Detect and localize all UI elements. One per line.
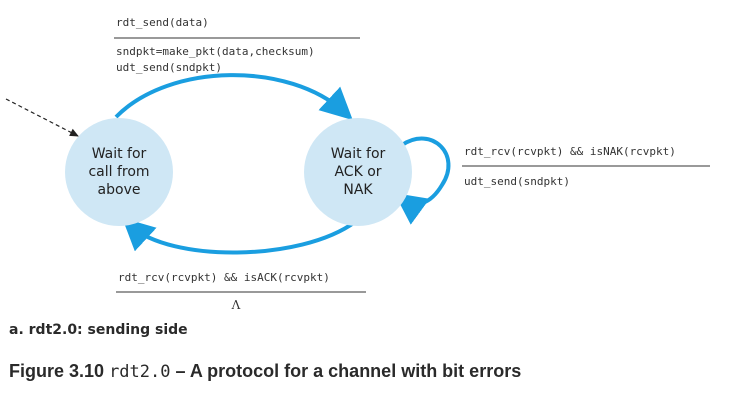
transition-action-1: sndpkt=make_pkt(data,checksum): [116, 45, 315, 58]
state-circle: [304, 118, 412, 226]
transition-arrow-nak-self-loop: [394, 136, 451, 225]
figure-number: Figure 3.10: [9, 361, 105, 381]
state-label-line-3: NAK: [343, 182, 373, 198]
transition-event: rdt_send(data): [116, 16, 209, 29]
transition-label-nak-self-loop: rdt_rcv(rcvpkt) && isNAK(rcvpkt) udt_sen…: [462, 145, 710, 188]
figure-code: rdt2.0: [109, 362, 171, 382]
transition-label-send-data: rdt_send(data) sndpkt=make_pkt(data,chec…: [114, 16, 360, 74]
state-label-line-2: ACK or: [334, 164, 381, 180]
initial-state-arrow: [5, 98, 79, 137]
transition-arrow-send-data: [114, 73, 353, 121]
state-label-line-2: call from: [88, 164, 149, 180]
transition-action-lambda: Λ: [231, 298, 241, 312]
state-wait-for-ack-or-nak: Wait for ACK or NAK: [304, 118, 412, 226]
transition-action: udt_send(sndpkt): [464, 175, 570, 188]
transition-action-2: udt_send(sndpkt): [116, 61, 222, 74]
figure-caption: Figure 3.10 rdt2.0 – A protocol for a ch…: [9, 361, 521, 382]
transition-event: rdt_rcv(rcvpkt) && isNAK(rcvpkt): [464, 145, 676, 158]
transition-arrow-ack-return: [122, 217, 357, 255]
state-wait-for-call-from-above: Wait for call from above: [65, 118, 173, 226]
state-label-line-1: Wait for: [92, 146, 147, 162]
transition-label-ack-return: rdt_rcv(rcvpkt) && isACK(rcvpkt) Λ: [116, 271, 366, 312]
transition-event: rdt_rcv(rcvpkt) && isACK(rcvpkt): [118, 271, 330, 284]
state-circle: [65, 118, 173, 226]
state-label-line-3: above: [98, 182, 141, 198]
figure-title: – A protocol for a channel with bit erro…: [175, 361, 522, 381]
state-label-line-1: Wait for: [331, 146, 386, 162]
diagram-subcaption: a. rdt2.0: sending side: [9, 322, 188, 338]
